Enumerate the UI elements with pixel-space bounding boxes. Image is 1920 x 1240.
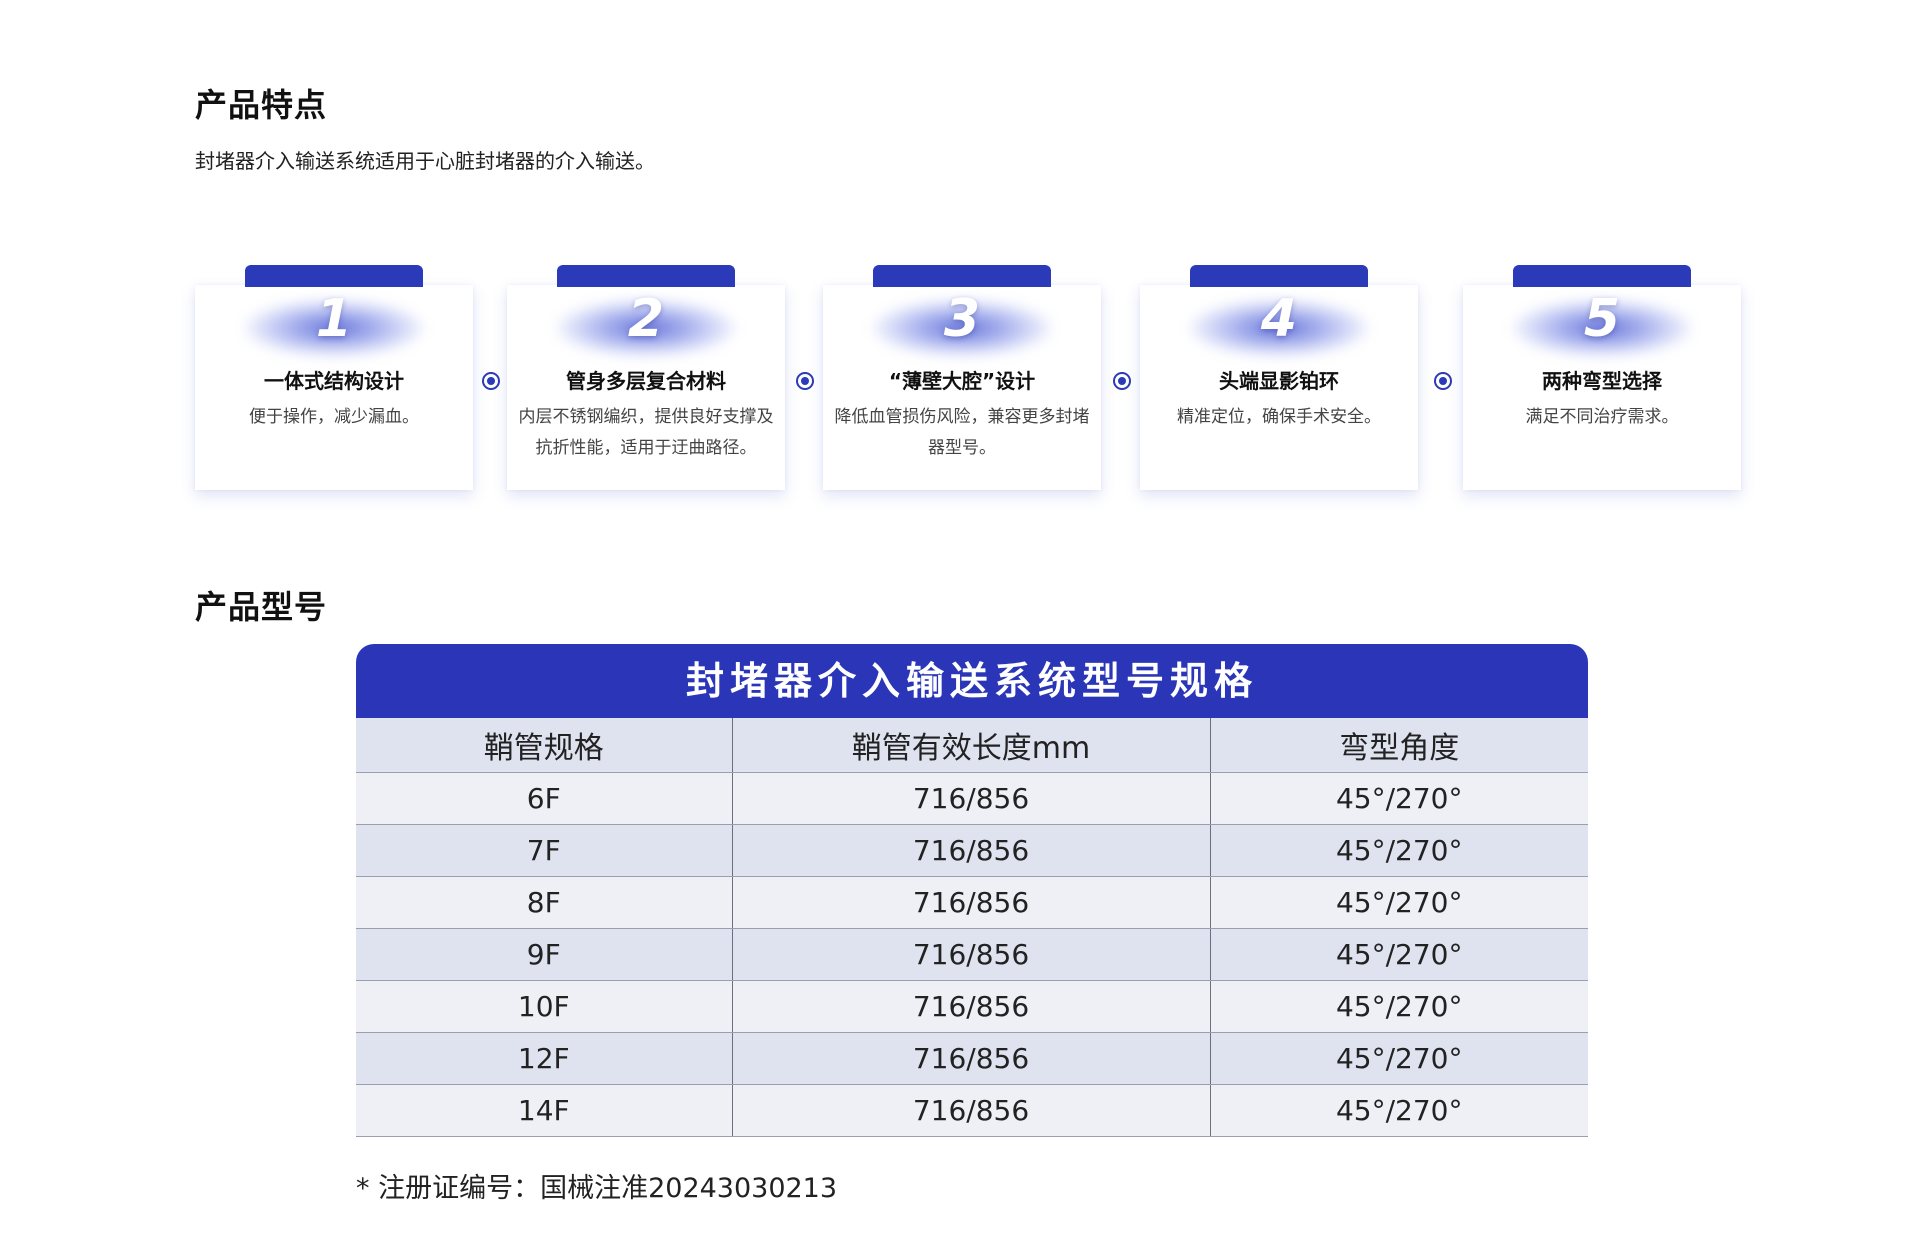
card-title: “薄壁大腔”设计 [888,369,1036,393]
cell-length: 716/856 [732,1084,1211,1137]
card-tab [1513,265,1691,287]
card-description: 降低血管损伤风险，兼容更多封堵器型号。 [834,407,1090,458]
card-tab [245,265,423,287]
cell-size: 12F [356,1032,733,1085]
models-title: 产品型号 [195,588,328,626]
card-number: 4 [1260,289,1298,349]
table-row: 7F 716/856 45°/270° [356,824,1588,877]
header-curve-angle: 弯型角度 [1210,718,1588,773]
cell-length: 716/856 [732,928,1211,981]
feature-card-1: 1 一体式结构设计 便于操作，减少漏血。 [195,265,473,490]
cell-size: 8F [356,876,733,929]
card-glow [244,299,424,357]
ring-dot-icon [1434,372,1452,390]
cell-length: 716/856 [732,980,1211,1033]
card-number: 1 [315,289,353,349]
cell-angle: 45°/270° [1210,824,1588,877]
table-row: 8F 716/856 45°/270° [356,876,1588,929]
spec-table: 鞘管规格 鞘管有效长度mm 弯型角度 6F 716/856 45°/270° 7… [356,718,1588,1137]
cell-size: 6F [356,772,733,825]
cell-size: 14F [356,1084,733,1137]
cell-length: 716/856 [732,772,1211,825]
cell-length: 716/856 [732,1032,1211,1085]
cell-angle: 45°/270° [1210,1084,1588,1137]
card-description: 便于操作，减少漏血。 [249,407,419,427]
card-title: 管身多层复合材料 [566,369,726,393]
feature-card-4: 4 头端显影铂环 精准定位，确保手术安全。 [1140,265,1418,490]
card-number: 5 [1583,289,1621,349]
features-intro: 封堵器介入输送系统适用于心脏封堵器的介入输送。 [195,149,655,173]
card-title: 一体式结构设计 [264,369,404,393]
card-glow [1512,299,1692,357]
cell-angle: 45°/270° [1210,928,1588,981]
card-tab [873,265,1051,287]
card-number: 3 [943,289,981,349]
features-title: 产品特点 [195,86,328,124]
card-title: 头端显影铂环 [1219,369,1339,393]
card-glow [1189,299,1369,357]
card-description: 精准定位，确保手术安全。 [1177,407,1381,427]
ring-dot-icon [1113,372,1131,390]
cell-size: 9F [356,928,733,981]
cell-angle: 45°/270° [1210,1032,1588,1085]
cell-angle: 45°/270° [1210,772,1588,825]
ring-dot-icon [796,372,814,390]
registration-footnote: * 注册证编号：国械注准20243030213 [356,1173,838,1204]
table-row: 6F 716/856 45°/270° [356,772,1588,825]
table-row: 9F 716/856 45°/270° [356,928,1588,981]
feature-cards: 1 一体式结构设计 便于操作，减少漏血。 2 管身多层复合材料 内层不锈钢编织，… [195,265,1741,490]
table-row: 10F 716/856 45°/270° [356,980,1588,1033]
card-tab [1190,265,1368,287]
cell-angle: 45°/270° [1210,980,1588,1033]
header-sheath-size: 鞘管规格 [356,718,733,773]
spec-table-wrapper: 封堵器介入输送系统型号规格 鞘管规格 鞘管有效长度mm 弯型角度 6F 716/… [356,644,1588,1137]
feature-card-5: 5 两种弯型选择 满足不同治疗需求。 [1463,265,1741,490]
table-row: 14F 716/856 45°/270° [356,1084,1588,1137]
card-description: 满足不同治疗需求。 [1525,407,1679,427]
table-row: 12F 716/856 45°/270° [356,1032,1588,1085]
ring-dot-icon [482,372,500,390]
cell-length: 716/856 [732,824,1211,877]
feature-card-2: 2 管身多层复合材料 内层不锈钢编织，提供良好支撑及抗折性能，适用于迂曲路径。 [507,265,785,490]
table-header-row: 鞘管规格 鞘管有效长度mm 弯型角度 [356,718,1588,773]
cell-size: 10F [356,980,733,1033]
card-tab [557,265,735,287]
card-glow [556,299,736,357]
card-glow [872,299,1052,357]
card-title: 两种弯型选择 [1542,369,1662,393]
header-effective-length: 鞘管有效长度mm [732,718,1211,773]
cell-length: 716/856 [732,876,1211,929]
cell-size: 7F [356,824,733,877]
feature-card-3: 3 “薄壁大腔”设计 降低血管损伤风险，兼容更多封堵器型号。 [823,265,1101,490]
card-number: 2 [627,289,665,349]
cell-angle: 45°/270° [1210,876,1588,929]
spec-table-title: 封堵器介入输送系统型号规格 [356,644,1588,718]
card-description: 内层不锈钢编织，提供良好支撑及抗折性能，适用于迂曲路径。 [518,407,774,458]
